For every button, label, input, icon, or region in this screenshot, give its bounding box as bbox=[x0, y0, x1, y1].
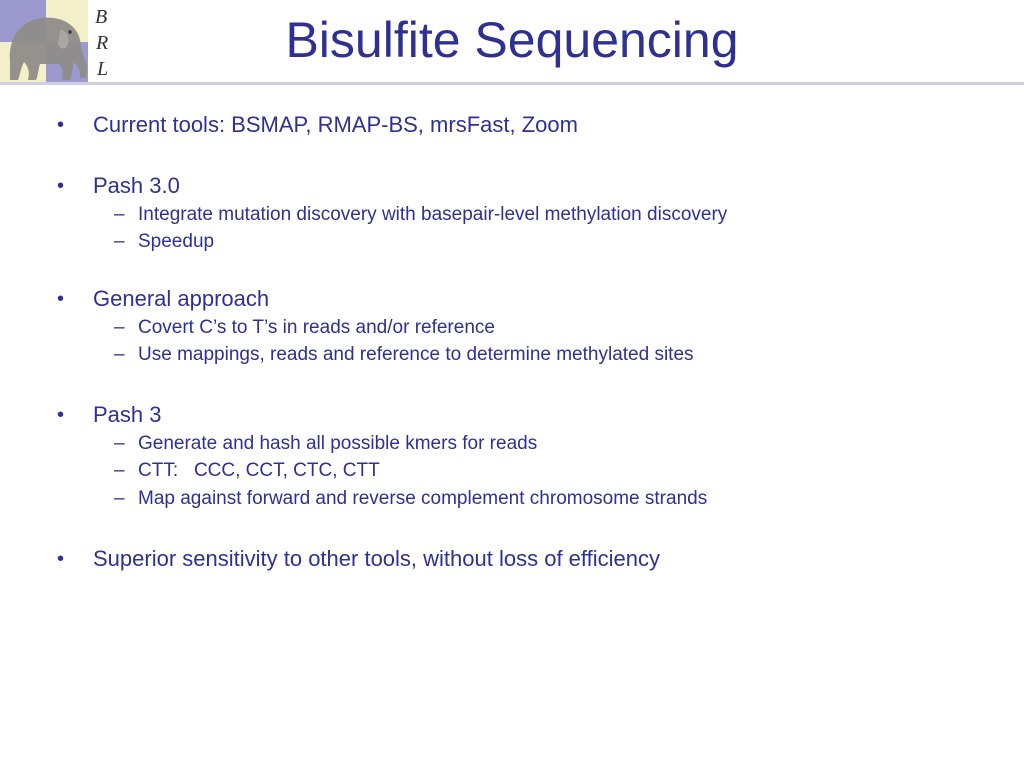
sub-bullet-text: Integrate mutation discovery with basepa… bbox=[138, 204, 728, 225]
bullet-text: Current tools: BSMAP, RMAP-BS, mrsFast, … bbox=[93, 112, 578, 137]
sub-bullet-marker: – bbox=[114, 488, 125, 509]
sub-bullet-marker: – bbox=[114, 204, 125, 225]
logo-letter-l: L bbox=[96, 58, 108, 80]
sub-bullet-text: Map against forward and reverse compleme… bbox=[138, 488, 708, 509]
logo-letter-b: B bbox=[95, 6, 107, 28]
bullet-marker: • bbox=[57, 114, 65, 136]
bullet-text: Pash 3.0 bbox=[93, 173, 180, 198]
sub-bullet-text: Generate and hash all possible kmers for… bbox=[138, 433, 538, 454]
sub-bullet-marker: – bbox=[114, 433, 125, 454]
title-divider bbox=[0, 82, 1024, 85]
bullet-marker: • bbox=[57, 175, 65, 197]
elephant-icon: B R L bbox=[0, 0, 116, 85]
bullet-text: Pash 3 bbox=[93, 402, 162, 427]
bullet-text: General approach bbox=[93, 286, 270, 311]
sub-bullet-marker: – bbox=[114, 344, 125, 365]
logo-letter-r: R bbox=[95, 32, 108, 54]
bullet-marker: • bbox=[57, 288, 65, 310]
sub-bullet-marker: – bbox=[114, 460, 125, 481]
bullet-marker: • bbox=[57, 548, 65, 570]
sub-bullet-text: CTT: CCC, CCT, CTC, CTT bbox=[138, 460, 380, 481]
bullet-marker: • bbox=[57, 404, 65, 426]
sub-bullet-text: Covert C’s to T’s in reads and/or refere… bbox=[138, 317, 495, 338]
slide-title: Bisulfite Sequencing bbox=[285, 12, 739, 68]
sub-bullet-text: Use mappings, reads and reference to det… bbox=[138, 344, 694, 365]
bullet-text: Superior sensitivity to other tools, wit… bbox=[93, 546, 660, 571]
sub-bullet-text: Speedup bbox=[138, 231, 215, 252]
brl-logo: B R L bbox=[0, 0, 116, 85]
sub-bullet-marker: – bbox=[114, 317, 125, 338]
sub-bullet-marker: – bbox=[114, 231, 125, 252]
